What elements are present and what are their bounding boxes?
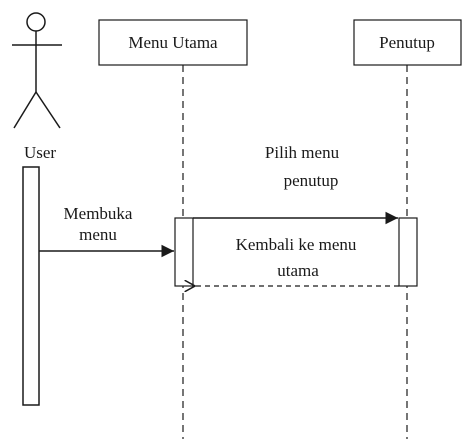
message-label-membuka-line2: menu (79, 225, 117, 244)
lifeline-label-penutup: Penutup (379, 33, 435, 52)
user-actor-icon (12, 12, 62, 129)
message-label-pilih-line1: Pilih menu (265, 143, 340, 162)
lifeline-head-menu-utama (98, 19, 248, 66)
actor-label: User (24, 143, 56, 162)
penutup-activation-bar (398, 217, 418, 287)
menu-utama-activation-bar (174, 217, 194, 287)
message-label-kembali-line2: utama (277, 261, 319, 280)
message-label-pilih-line2: penutup (284, 171, 339, 190)
user-activation-bar (22, 166, 40, 406)
lifeline-label-menu-utama: Menu Utama (128, 33, 218, 52)
message-label-membuka-line1: Membuka (64, 204, 133, 223)
message-label-kembali-line1: Kembali ke menu (236, 235, 357, 254)
